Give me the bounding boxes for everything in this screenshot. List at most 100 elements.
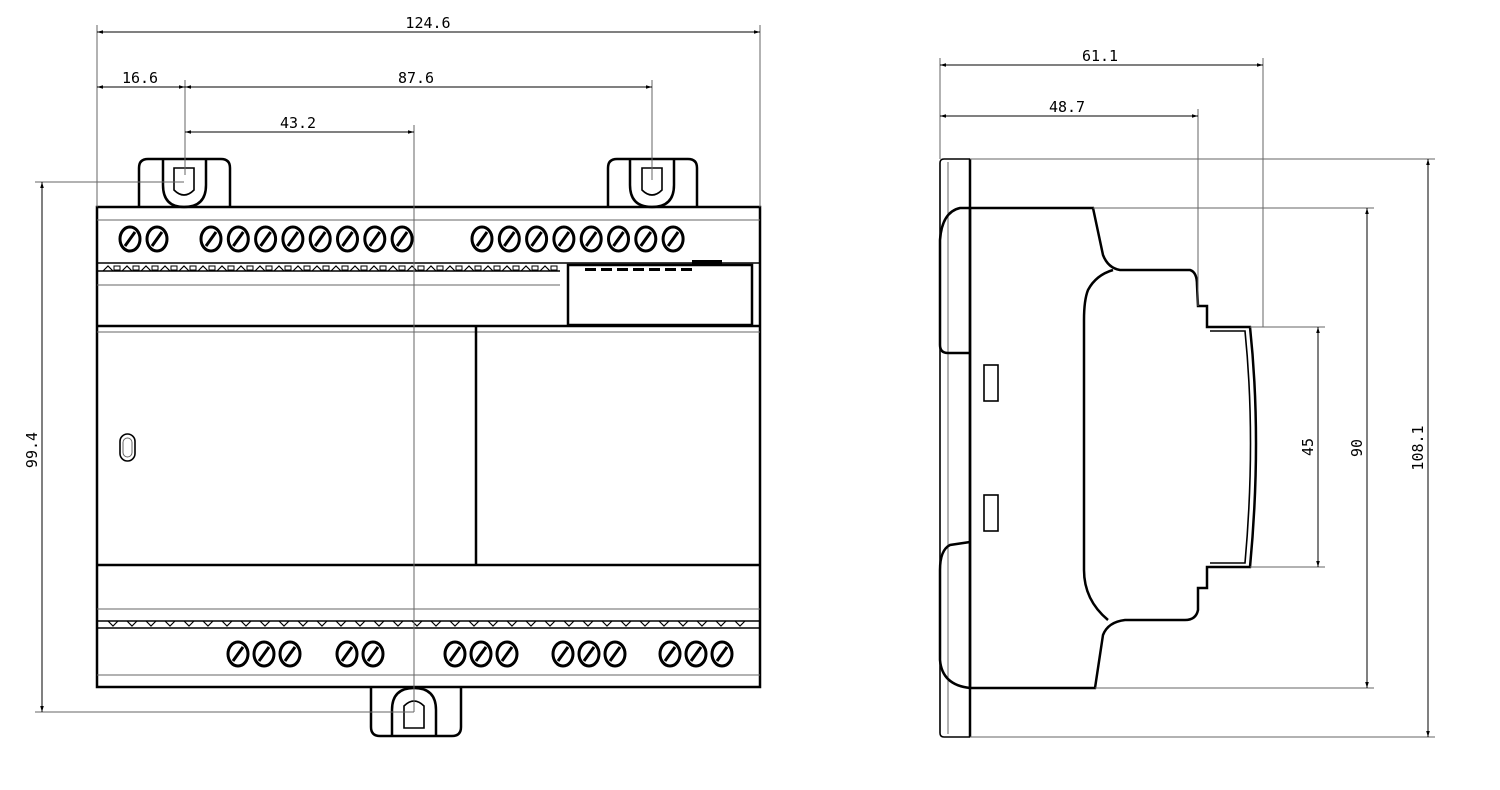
terminal-screw[interactable]	[470, 225, 494, 253]
terminal-marker	[208, 265, 216, 271]
terminal-marker	[292, 265, 304, 272]
terminal-screw[interactable]	[118, 225, 142, 253]
terminal-marker	[216, 265, 228, 272]
terminal-marker	[455, 265, 463, 271]
terminal-marker	[449, 620, 461, 627]
terminal-marker	[259, 620, 271, 627]
dim-body-depth: 48.7	[1049, 98, 1085, 116]
terminal-screw[interactable]	[661, 225, 685, 253]
terminal-screw[interactable]	[469, 640, 493, 668]
side-dimensions: 61.1 48.7 45 90 108.1	[939, 47, 1435, 738]
terminal-marker	[197, 265, 209, 272]
terminal-marker	[639, 620, 651, 627]
terminal-screw[interactable]	[658, 640, 682, 668]
module-contact	[617, 268, 628, 271]
terminal-screw[interactable]	[684, 640, 708, 668]
terminal-marker	[284, 265, 292, 271]
terminal-marker	[107, 620, 119, 627]
module-contact	[649, 268, 660, 271]
terminal-screw[interactable]	[336, 225, 359, 253]
dim-mount-offset: 16.6	[122, 69, 158, 87]
terminal-screw[interactable]	[252, 640, 276, 668]
terminal-screw[interactable]	[607, 225, 630, 253]
terminal-marker	[316, 620, 328, 627]
dim-body-height: 90	[1348, 439, 1366, 457]
terminal-marker	[240, 620, 252, 627]
terminal-marker	[444, 265, 456, 272]
terminal-marker	[159, 265, 171, 272]
terminal-marker	[501, 265, 513, 272]
status-led	[119, 433, 136, 462]
terminal-marker	[544, 620, 556, 627]
terminal-marker	[183, 620, 195, 627]
dim-bottom-mount-offset: 43.2	[280, 114, 316, 132]
terminal-marker	[102, 265, 114, 272]
module-latch	[692, 260, 722, 266]
terminal-marker	[360, 265, 368, 271]
terminal-screw[interactable]	[634, 225, 658, 253]
terminal-screw[interactable]	[254, 225, 278, 253]
terminal-screw[interactable]	[361, 640, 385, 668]
terminal-marker	[254, 265, 266, 272]
terminal-marker	[463, 265, 475, 272]
terminal-marker	[227, 265, 235, 271]
terminal-marker	[132, 265, 140, 271]
terminal-screw[interactable]	[335, 640, 359, 668]
terminal-markers-top	[102, 265, 692, 272]
terminal-marker	[145, 620, 157, 627]
terminal-marker	[126, 620, 138, 627]
terminal-screw[interactable]	[579, 225, 603, 253]
terminal-screw[interactable]	[363, 225, 387, 253]
terminal-marker	[349, 265, 361, 272]
terminal-marker	[164, 620, 176, 627]
terminal-screw[interactable]	[525, 225, 549, 253]
terminal-marker	[387, 265, 399, 272]
terminal-marker	[696, 620, 708, 627]
dim-overall-width: 124.6	[405, 14, 450, 32]
terminal-marker	[539, 265, 551, 272]
module-contact	[601, 268, 612, 271]
terminal-marker	[297, 620, 309, 627]
terminal-screw[interactable]	[443, 640, 467, 668]
terminal-marker	[178, 265, 190, 272]
terminal-marker	[525, 620, 537, 627]
terminal-screw[interactable]	[145, 225, 169, 253]
terminal-marker	[531, 265, 539, 271]
terminal-screw[interactable]	[577, 640, 601, 668]
terminal-screw[interactable]	[199, 225, 223, 253]
terminal-marker	[417, 265, 425, 271]
terminal-marker	[474, 265, 482, 271]
terminal-marker	[550, 265, 558, 271]
terminal-marker	[373, 620, 385, 627]
terminal-screw[interactable]	[497, 225, 521, 253]
terminal-screw[interactable]	[603, 640, 627, 668]
terminal-screw[interactable]	[495, 640, 519, 668]
terminal-screw[interactable]	[226, 225, 250, 253]
terminal-marker	[311, 265, 323, 272]
terminal-marker	[512, 265, 520, 271]
terminal-marker	[392, 620, 404, 627]
terminal-marker	[677, 620, 689, 627]
terminal-screw[interactable]	[308, 225, 332, 253]
terminal-marker	[482, 265, 494, 272]
terminal-marker	[406, 265, 418, 272]
module-contact	[681, 268, 692, 271]
dim-din-rail-height: 45	[1299, 438, 1317, 456]
terminal-marker	[487, 620, 499, 627]
terminal-screw[interactable]	[226, 640, 250, 668]
side-latch-lower	[983, 494, 999, 532]
terminal-marker	[520, 265, 532, 272]
terminal-marker	[341, 265, 349, 271]
terminal-screw[interactable]	[281, 225, 305, 253]
terminal-marker	[493, 265, 501, 271]
dim-mount-height: 99.4	[23, 432, 41, 468]
terminal-marker	[151, 265, 159, 271]
terminal-marker	[582, 620, 594, 627]
terminal-screw[interactable]	[390, 225, 414, 253]
terminal-screw[interactable]	[551, 640, 575, 668]
terminal-screw[interactable]	[552, 225, 576, 253]
terminal-screw[interactable]	[278, 640, 302, 668]
terminal-marker	[202, 620, 214, 627]
terminal-screw[interactable]	[710, 640, 734, 668]
